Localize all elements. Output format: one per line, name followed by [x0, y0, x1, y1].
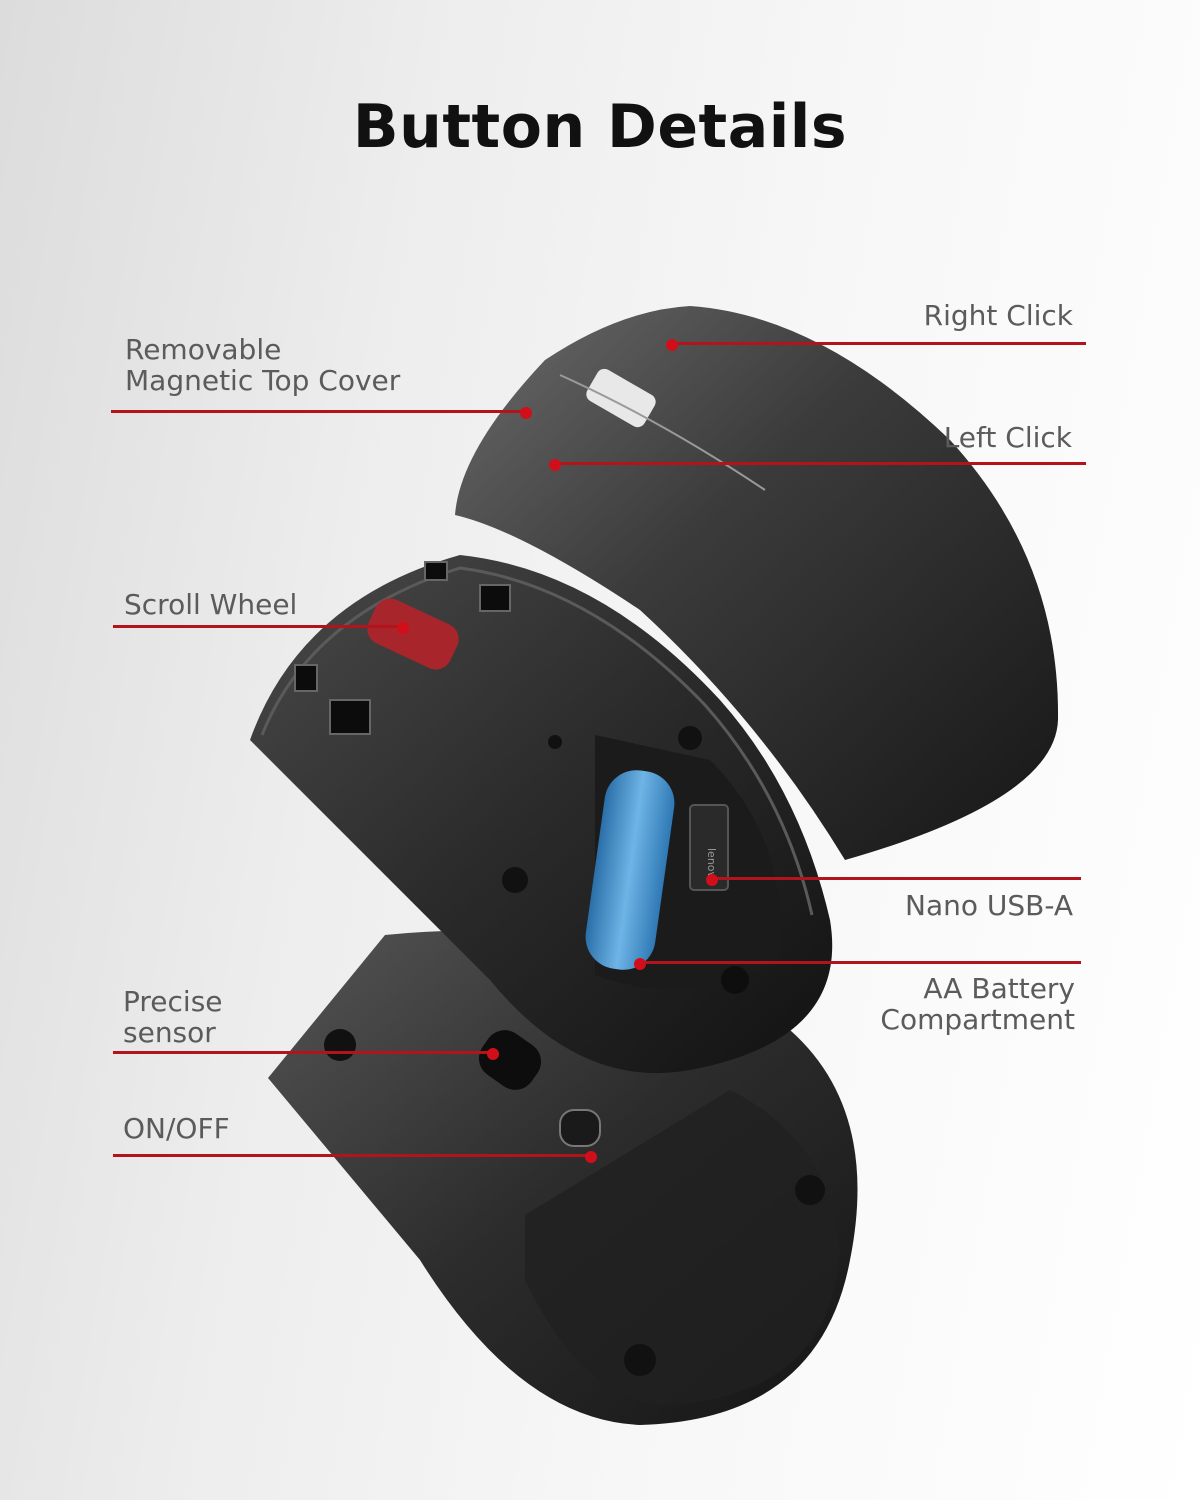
callout-label-line: Magnetic Top Cover — [125, 364, 401, 397]
callout-dot — [585, 1150, 597, 1163]
callout-label-line: AA Battery — [923, 972, 1075, 1005]
callout-line — [640, 961, 1081, 964]
callout-line — [672, 342, 1086, 345]
page-title: Button Details — [352, 92, 848, 162]
callout-label-line: sensor — [123, 1016, 216, 1049]
callout-dot — [634, 957, 646, 970]
callout-line — [712, 877, 1081, 880]
callout-dot — [706, 873, 718, 886]
callout-line — [555, 462, 1086, 465]
callout-line — [111, 410, 526, 413]
mouse-body: lenovo — [250, 555, 833, 1074]
callout-line — [113, 1154, 591, 1157]
callout-dot — [487, 1047, 499, 1060]
callout-line — [113, 1051, 493, 1054]
callout-label-line: Compartment — [880, 1003, 1075, 1036]
callout-label-line: Precise — [123, 985, 223, 1018]
callout-dot — [520, 406, 532, 419]
callout-label-line: Removable — [125, 333, 282, 366]
callout-dot — [549, 458, 561, 471]
top-cover — [455, 306, 1059, 860]
callout-dot — [397, 621, 409, 634]
callout-line — [113, 625, 403, 628]
callout-dot — [666, 338, 678, 351]
